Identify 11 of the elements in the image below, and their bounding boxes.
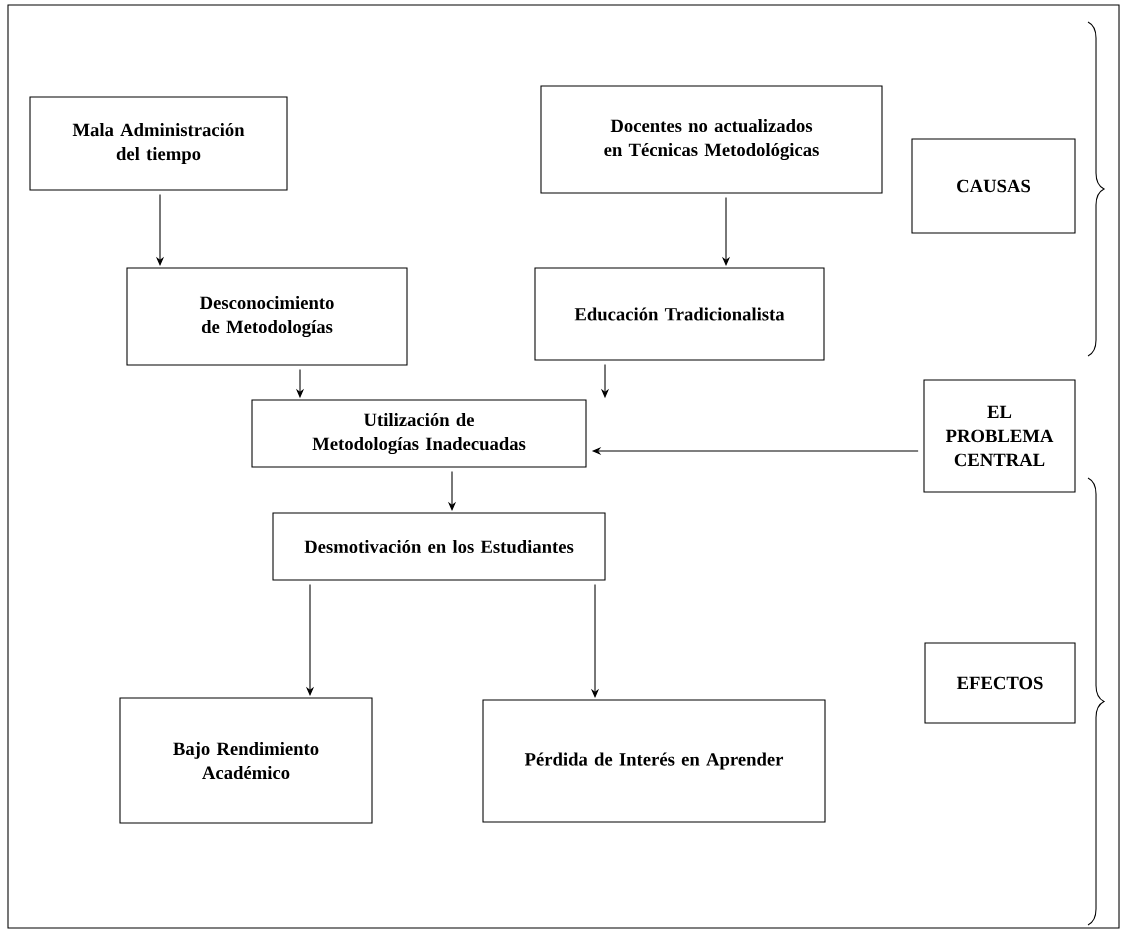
text-box: CAUSAS bbox=[911, 138, 1076, 234]
text-box: EFECTOS bbox=[924, 642, 1076, 724]
text-box: Mala Administración del tiempo bbox=[29, 96, 288, 191]
text-box: EL PROBLEMA CENTRAL bbox=[923, 379, 1076, 493]
text-box: Bajo Rendimiento Académico bbox=[119, 697, 373, 824]
text-box: Docentes no actualizados en Técnicas Metodológicas bbox=[540, 85, 883, 194]
text-box: Pérdida de Interés en Aprender bbox=[482, 699, 826, 823]
text-box: Desmotivación en los Estudiantes bbox=[272, 512, 606, 581]
text-box: Desconocimiento de Metodologías bbox=[126, 267, 408, 366]
text-box: Educación Tradicionalista bbox=[534, 267, 825, 361]
text-box: Utilización de Metodologías Inadecuadas bbox=[251, 399, 587, 468]
